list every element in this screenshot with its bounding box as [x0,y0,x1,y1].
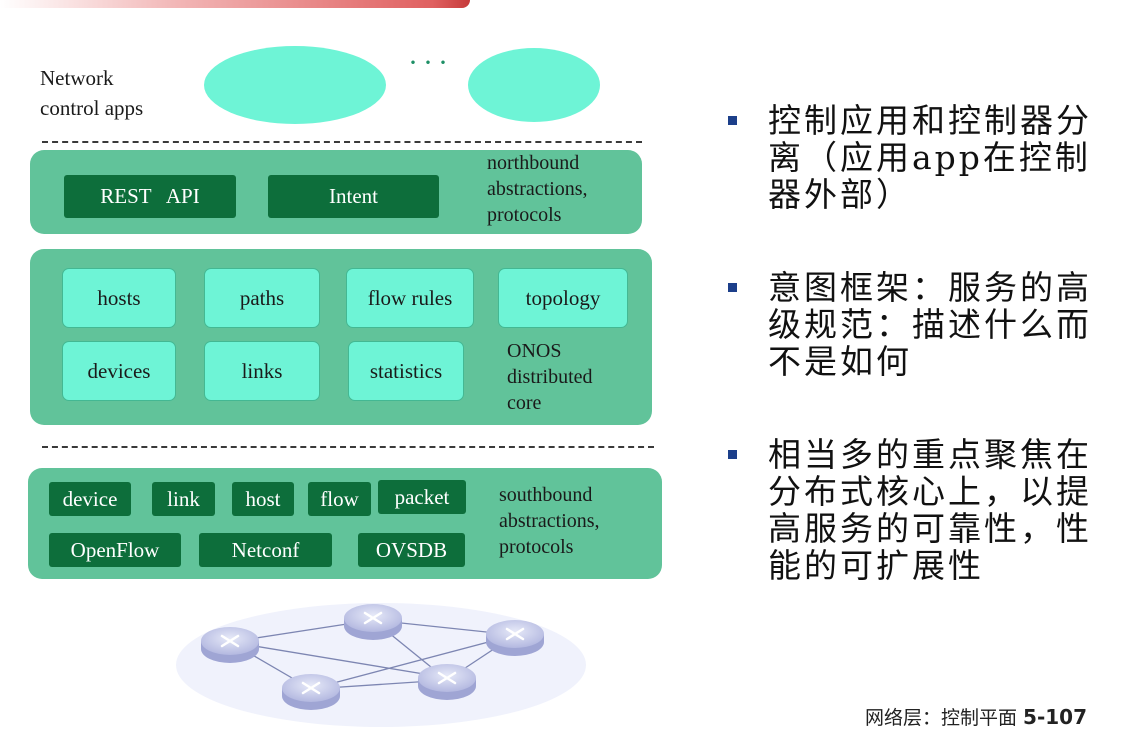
southbound-box: device [49,482,131,516]
network-topology [176,602,586,727]
router-icon [281,672,341,712]
core-box: paths [204,268,320,328]
dashed-separator [42,141,642,143]
bullet-item: 控制应用和控制器分离（应用app在控制器外部） [720,102,1100,213]
slide-footer: 网络层：控制平面 5-107 [865,703,1087,730]
router-icon [485,618,545,658]
bullet-item: 意图框架：服务的高级规范：描述什么而不是如何 [720,269,1100,380]
app-ellipse [468,48,600,122]
apps-label: Network control apps [40,63,143,123]
northbound-box: Intent [268,175,439,218]
southbound-box: Netconf [199,533,332,567]
router-icon [200,625,260,665]
southbound-box: OpenFlow [49,533,181,567]
bullet-list: 控制应用和控制器分离（应用app在控制器外部） 意图框架：服务的高级规范：描述什… [720,102,1100,584]
core-box: devices [62,341,176,401]
bullet-text: 意图框架：服务的高级规范：描述什么而不是如何 [768,268,1092,381]
core-box: flow rules [346,268,474,328]
southbound-box: flow [308,482,371,516]
northbound-label: northbound abstractions, protocols [487,152,588,226]
southbound-box: OVSDB [358,533,465,567]
dashed-separator [42,446,654,448]
bullet-item: 相当多的重点聚焦在分布式核心上，以提高服务的可靠性，性能的可扩展性 [720,436,1100,584]
ellipsis: ··· [408,46,453,79]
page-number: 5-107 [1023,705,1087,729]
core-box: statistics [348,341,464,401]
bullet-marker [728,283,737,292]
router-icon [417,662,477,702]
core-box: hosts [62,268,176,328]
southbound-box: link [152,482,215,516]
core-box: links [204,341,320,401]
apps-label-text: Network control apps [40,66,144,120]
bullet-text: 控制应用和控制器分离（应用app在控制器外部） [768,101,1092,214]
core-label: ONOS distributed core [507,340,593,414]
app-ellipse [204,46,386,124]
bullet-marker [728,450,737,459]
northbound-box: REST API [64,175,236,218]
southbound-box: host [232,482,294,516]
footer-title: 网络层：控制平面 [864,707,1017,729]
southbound-label: southbound abstractions, protocols [499,484,600,558]
top-decoration [0,0,470,8]
core-box: topology [498,268,628,328]
router-icon [343,602,403,642]
bullet-marker [728,116,737,125]
bullet-text: 相当多的重点聚焦在分布式核心上，以提高服务的可靠性，性能的可扩展性 [768,435,1092,585]
southbound-box: packet [378,480,466,514]
